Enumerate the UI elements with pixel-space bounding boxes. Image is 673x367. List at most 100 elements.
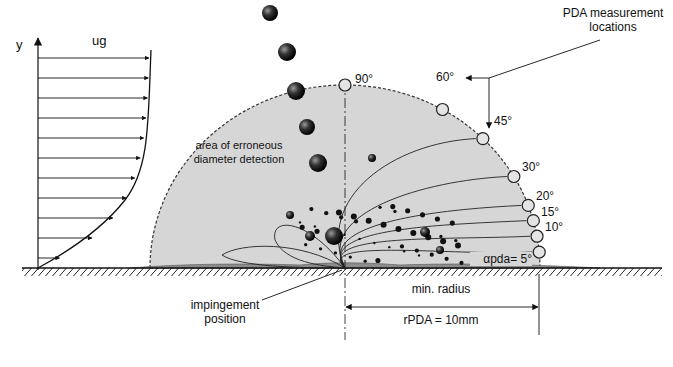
droplet	[418, 254, 420, 256]
droplet	[436, 246, 444, 254]
large-droplets	[262, 5, 444, 254]
droplet	[378, 206, 381, 209]
measurement-point	[477, 133, 489, 145]
droplet	[454, 239, 457, 242]
droplet	[286, 211, 294, 219]
velocity-arrow	[38, 138, 144, 139]
axis-label: ug	[92, 34, 106, 48]
droplet	[445, 257, 449, 261]
droplet	[314, 225, 316, 227]
droplet	[287, 82, 305, 100]
droplet	[368, 154, 376, 162]
droplet	[339, 215, 343, 219]
droplet	[354, 219, 358, 223]
region-label: area of erroneous diameter detection	[183, 138, 295, 166]
angle-label: αpda= 5°	[470, 252, 532, 266]
droplet	[299, 119, 315, 135]
velocity-arrow	[38, 98, 147, 99]
measurement-point	[437, 104, 449, 116]
velocity-arrow	[38, 118, 146, 119]
droplet	[435, 216, 440, 221]
droplet	[309, 154, 327, 172]
droplet	[430, 253, 434, 257]
droplet	[278, 43, 296, 61]
angle-label: 20°	[536, 189, 554, 203]
y-axis	[37, 38, 38, 270]
droplet	[420, 212, 425, 217]
droplet	[410, 230, 416, 236]
droplet	[450, 221, 455, 226]
droplet	[440, 238, 446, 244]
velocity-profile	[38, 50, 151, 268]
droplet	[262, 5, 278, 21]
velocity-arrow	[38, 218, 113, 219]
droplet	[390, 204, 395, 209]
droplet	[299, 221, 301, 223]
droplet	[393, 210, 396, 213]
droplet	[373, 242, 375, 244]
callout-label: PDA measurement locations	[557, 6, 669, 34]
trajectory	[341, 250, 533, 268]
droplet	[364, 260, 367, 263]
droplet	[415, 248, 419, 252]
velocity-arrow	[38, 78, 148, 79]
droplet	[304, 243, 307, 246]
measurement-point	[339, 79, 351, 91]
angle-label: 10°	[545, 220, 563, 234]
droplet	[309, 207, 313, 211]
velocity-arrow	[38, 178, 135, 179]
angle-label: 45°	[494, 114, 512, 128]
droplet	[381, 222, 387, 228]
velocity-arrow	[38, 58, 149, 59]
droplet	[314, 229, 319, 234]
pda-markers	[339, 79, 545, 258]
dimension-line	[346, 307, 538, 308]
measurement-point	[531, 230, 543, 242]
trajectory	[275, 225, 345, 268]
measurement-point	[508, 171, 520, 183]
droplet	[351, 214, 357, 220]
droplet	[388, 246, 390, 248]
angle-label: 60°	[436, 70, 454, 84]
leader-arrow	[489, 78, 490, 128]
droplet	[343, 234, 345, 236]
leader-line	[262, 270, 342, 300]
dimension-extension	[539, 274, 540, 335]
droplet	[395, 226, 401, 232]
droplet	[405, 208, 410, 213]
velocity-arrows	[38, 58, 149, 258]
leader-arrow	[466, 78, 489, 79]
velocity-arrow	[38, 158, 140, 159]
droplet	[334, 251, 337, 254]
velocity-arrow	[38, 198, 126, 199]
velocity-arrow	[38, 258, 60, 259]
dimension-label: min. radius	[391, 282, 491, 296]
droplet	[459, 261, 463, 265]
droplet	[420, 227, 430, 237]
measurement-point	[522, 199, 534, 211]
trajectory	[338, 139, 475, 268]
droplet	[324, 211, 328, 215]
droplet	[375, 258, 380, 263]
wall-hatching	[22, 268, 662, 276]
droplet	[403, 250, 405, 252]
velocity-arrow	[38, 238, 92, 239]
droplet	[300, 225, 305, 230]
leader-line	[489, 40, 600, 78]
trajectory	[222, 246, 345, 268]
angle-label: 15°	[541, 205, 559, 219]
droplet	[325, 227, 343, 245]
measurement-point	[527, 215, 539, 227]
small-droplets	[299, 204, 464, 265]
droplet	[455, 242, 461, 248]
droplet	[305, 231, 315, 241]
droplet	[349, 255, 352, 258]
position-label: impingement position	[180, 298, 270, 326]
angle-label: 90°	[355, 72, 373, 86]
droplet	[358, 238, 360, 240]
droplet	[400, 244, 404, 248]
droplet	[319, 247, 322, 250]
droplet	[439, 235, 442, 238]
